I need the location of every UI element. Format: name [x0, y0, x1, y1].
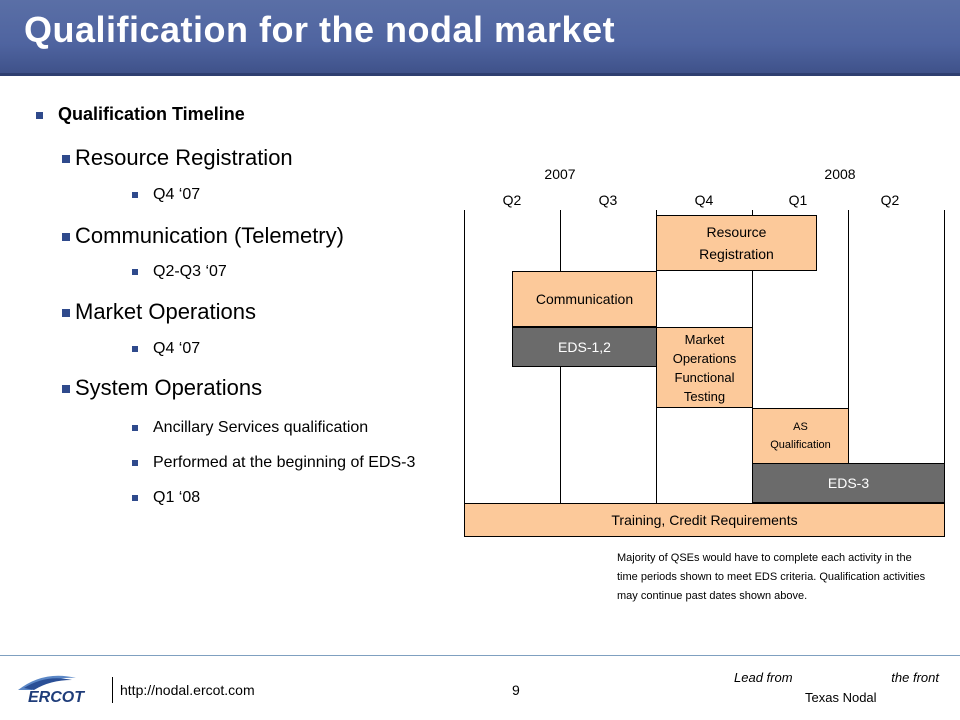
- bullet-square-icon: [132, 494, 138, 501]
- box-as-qualification: AS Qualification: [752, 408, 849, 464]
- bullet-text: Q4 ‘07: [153, 340, 201, 357]
- bullet-square-icon: [132, 459, 138, 466]
- bullet-resource-registration: Resource Registration: [62, 145, 293, 171]
- footer-url[interactable]: http://nodal.ercot.com: [120, 682, 255, 698]
- box-label: AS Qualification: [770, 421, 831, 451]
- quarter-q2-2007: Q2: [502, 192, 522, 208]
- box-training-credit: Training, Credit Requirements: [464, 503, 945, 537]
- bullet-performed: Performed at the beginning of EDS-3: [132, 454, 415, 472]
- quarter-q2-2008: Q2: [880, 192, 900, 208]
- bullet-square-icon: [62, 385, 70, 394]
- year-2007: 2007: [544, 166, 576, 182]
- box-eds-3: EDS-3: [752, 463, 945, 503]
- tagline-left: Lead from: [734, 670, 793, 685]
- bullet-q1-08: Q1 ‘08: [132, 489, 200, 507]
- page-number: 9: [512, 682, 520, 698]
- bullet-square-icon: [62, 309, 70, 318]
- bullet-square-icon: [62, 233, 70, 242]
- bullet-text: Ancillary Services qualification: [153, 419, 369, 436]
- bullet-system-operations: System Operations: [62, 375, 262, 401]
- bullet-text: Qualification Timeline: [58, 104, 245, 124]
- bullet-text: Market Operations: [75, 299, 256, 324]
- ercot-logo-icon: ERCOT: [18, 675, 85, 706]
- footer-tagline: Lead from the front: [734, 670, 939, 685]
- tagline-right: the front: [891, 670, 939, 685]
- bullet-text: Resource Registration: [75, 145, 293, 170]
- bullet-square-icon: [132, 424, 138, 431]
- box-label: EDS-1,2: [558, 339, 611, 355]
- bullet-market-date: Q4 ‘07: [132, 340, 200, 358]
- timeline-divider: [944, 210, 945, 537]
- footer-separator: [112, 677, 113, 703]
- bullet-market-operations: Market Operations: [62, 299, 256, 325]
- bullet-square-icon: [132, 345, 138, 352]
- footer-org: Texas Nodal: [805, 690, 877, 705]
- bullet-text: Q1 ‘08: [153, 489, 201, 506]
- ercot-logo: ERCOT: [14, 668, 94, 708]
- bullet-resource-date: Q4 ‘07: [132, 186, 200, 204]
- box-resource-registration: Resource Registration: [656, 215, 817, 271]
- timeline-divider: [848, 210, 849, 463]
- title-bar: Qualification for the nodal market: [0, 0, 960, 76]
- bullet-comm-date: Q2-Q3 ‘07: [132, 263, 227, 281]
- box-label: Market Operations Functional Testing: [672, 331, 737, 404]
- box-label: Resource Registration: [699, 224, 774, 262]
- bullet-qualification-timeline: Qualification Timeline: [36, 104, 245, 125]
- timeline-divider: [464, 210, 465, 537]
- box-eds-1-2: EDS-1,2: [512, 327, 657, 367]
- bullet-text: Q2-Q3 ‘07: [153, 263, 227, 280]
- bullet-communication: Communication (Telemetry): [62, 223, 344, 249]
- timeline-note: Majority of QSEs would have to complete …: [617, 552, 926, 602]
- quarter-q4-2007: Q4: [694, 192, 714, 208]
- box-label: Training, Credit Requirements: [611, 512, 798, 528]
- bullet-text: Performed at the beginning of EDS-3: [153, 454, 416, 471]
- bullet-text: Communication (Telemetry): [75, 223, 344, 248]
- page-title: Qualification for the nodal market: [24, 9, 616, 50]
- year-2008: 2008: [824, 166, 856, 182]
- bullet-ancillary: Ancillary Services qualification: [132, 419, 368, 437]
- box-communication: Communication: [512, 271, 657, 327]
- bullet-square-icon: [62, 155, 70, 164]
- bullet-square-icon: [132, 191, 138, 198]
- quarter-q1-2008: Q1: [788, 192, 808, 208]
- box-market-operations: Market Operations Functional Testing: [656, 327, 753, 408]
- footer-divider: [0, 655, 960, 656]
- bullet-square-icon: [132, 268, 138, 275]
- box-label: Communication: [535, 291, 634, 307]
- box-label: EDS-3: [827, 475, 870, 491]
- bullet-text: Q4 ‘07: [153, 186, 201, 203]
- logo-text: ERCOT: [28, 689, 85, 706]
- bullet-square-icon: [36, 111, 43, 119]
- bullet-text: System Operations: [75, 375, 263, 400]
- quarter-q3-2007: Q3: [598, 192, 618, 208]
